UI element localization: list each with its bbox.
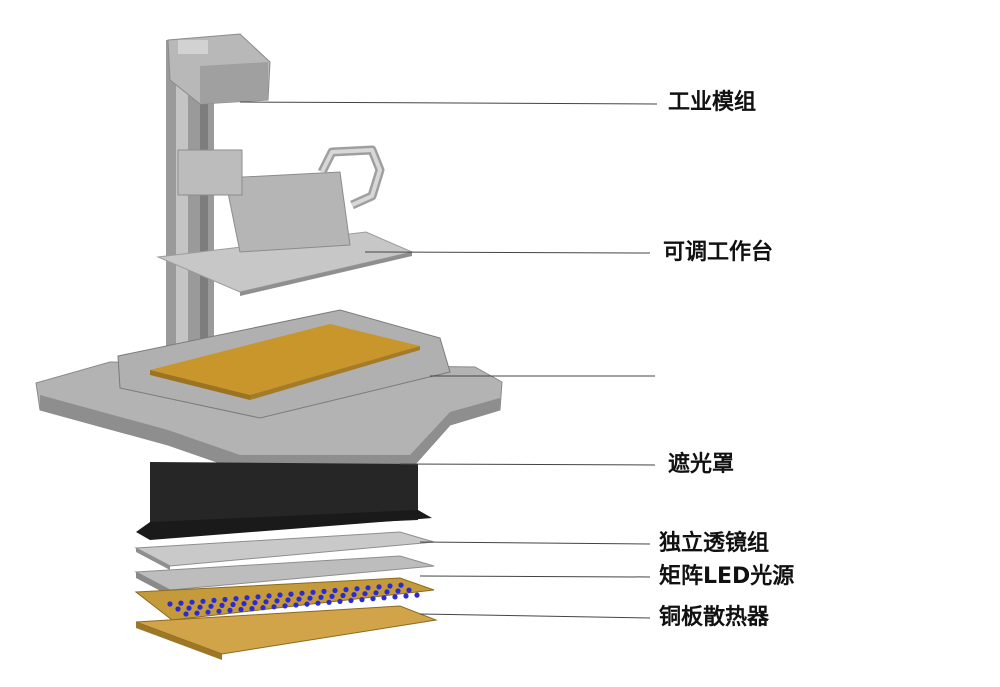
led-dot xyxy=(183,611,189,617)
led-dot xyxy=(175,606,181,612)
led-dot xyxy=(197,604,203,610)
led-dot xyxy=(194,610,200,616)
led-dot xyxy=(211,597,217,604)
led-dot xyxy=(205,609,211,615)
led-dot xyxy=(299,590,305,596)
led-dot xyxy=(359,597,365,603)
led-dot xyxy=(260,605,266,611)
led-dot xyxy=(398,582,404,588)
led-dot xyxy=(318,594,324,600)
led-dot xyxy=(307,595,313,601)
led-dot xyxy=(238,606,244,613)
led-dot xyxy=(381,595,387,601)
led-dots xyxy=(167,582,420,617)
led-dot xyxy=(288,591,294,597)
led-dot xyxy=(373,590,379,596)
label-independent-lens-group: 独立透镜组 xyxy=(659,531,770,556)
led-dot xyxy=(189,599,195,605)
led-dot xyxy=(233,596,239,602)
led-dot xyxy=(293,602,299,608)
led-dot xyxy=(271,604,277,610)
led-dot xyxy=(351,592,357,598)
leader-matrix-led xyxy=(419,575,651,578)
led-dot xyxy=(362,591,368,597)
led-dot xyxy=(296,596,302,602)
led-dot xyxy=(384,589,390,595)
matrix-led-part xyxy=(134,555,435,596)
light-shield-part xyxy=(136,462,432,540)
led-dot xyxy=(285,597,291,603)
led-dot xyxy=(354,586,360,592)
label-matrix-led-source: 矩阵LED光源 xyxy=(659,564,795,589)
copper-heatsink-part xyxy=(135,605,438,660)
resin-vat-part xyxy=(117,309,451,419)
led-dot xyxy=(274,598,280,604)
leader-light-shield xyxy=(399,463,656,466)
leader-adjustable-platform xyxy=(364,251,651,254)
led-dot xyxy=(266,593,272,599)
led-dot xyxy=(376,584,382,590)
led-dot xyxy=(343,587,349,593)
leader-lens-group xyxy=(419,541,651,545)
led-dot xyxy=(403,593,409,599)
led-dot xyxy=(304,601,310,607)
label-industrial-module: 工业模组 xyxy=(668,90,757,115)
led-dot xyxy=(252,600,258,606)
led-dot xyxy=(241,601,247,607)
led-dot xyxy=(392,594,398,600)
led-dot xyxy=(310,589,316,595)
led-dot xyxy=(277,592,283,598)
label-adjustable-platform: 可调工作台 xyxy=(663,240,774,265)
led-dot xyxy=(219,602,225,609)
led-dot xyxy=(200,598,206,604)
leader-copper-heatsink xyxy=(419,613,651,619)
led-dot xyxy=(222,596,228,603)
industrial-module-part xyxy=(167,33,271,105)
led-dot xyxy=(340,592,346,599)
led-dot xyxy=(414,592,420,598)
led-dot xyxy=(321,588,327,595)
led-dot xyxy=(395,588,401,594)
led-dot xyxy=(227,607,233,614)
led-dot xyxy=(365,585,371,591)
led-dot xyxy=(208,603,214,609)
led-dot xyxy=(348,597,354,604)
led-dot xyxy=(329,593,335,600)
led-dot xyxy=(337,598,343,605)
led-dot xyxy=(249,606,255,612)
led-dot xyxy=(255,594,261,600)
led-dot xyxy=(315,600,321,606)
led-dot xyxy=(282,603,288,609)
led-dot xyxy=(186,605,192,611)
led-dot xyxy=(326,599,332,605)
led-dot xyxy=(167,601,173,607)
led-dot xyxy=(332,587,338,594)
led-dot xyxy=(244,595,250,601)
leader-industrial-module xyxy=(239,101,658,105)
led-dot xyxy=(230,601,236,608)
led-dot xyxy=(387,583,393,589)
led-board-part xyxy=(134,577,435,621)
led-dot xyxy=(263,599,269,605)
led-dot xyxy=(406,587,412,593)
led-dot xyxy=(178,600,184,606)
label-light-shield: 遮光罩 xyxy=(668,452,735,477)
led-dot xyxy=(216,608,222,614)
led-dot xyxy=(370,596,376,602)
label-copper-heatsink: 铜板散热器 xyxy=(659,605,770,630)
